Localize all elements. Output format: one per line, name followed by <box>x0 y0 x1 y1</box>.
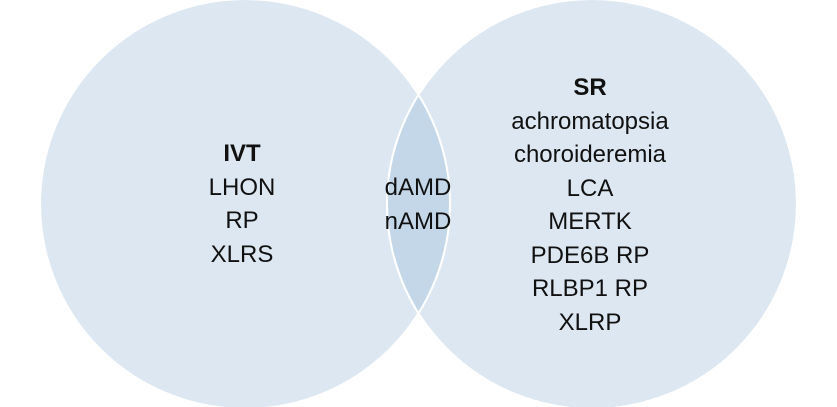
sr-item-achromatopsia: achromatopsia <box>511 107 669 135</box>
sr-item-pde6b-rp: PDE6B RP <box>530 241 650 269</box>
left-circle-outline <box>39 0 451 407</box>
sr-item-mertk: MERTK <box>548 208 632 235</box>
sr-item-rlbp1-rp: RLBP1 RP <box>531 275 649 302</box>
ivt-item-xlrs: XLRS <box>210 240 274 268</box>
sr-item-choroideremia: choroideremia <box>513 141 667 168</box>
sr-title: SR <box>573 74 607 101</box>
ivt-item-rp: RP <box>225 207 259 234</box>
overlap-item-namd: nAMD <box>384 207 452 235</box>
sr-item-lca: LCA <box>566 174 614 202</box>
ivt-title: IVT <box>223 140 261 167</box>
ivt-item-lhon: LHON <box>208 173 276 201</box>
sr-item-xlrp: XLRP <box>558 308 622 336</box>
ivt-group-label: IVT LHON RP XLRS <box>152 137 332 271</box>
overlap-item-damd: dAMD <box>384 174 452 201</box>
sr-group-label: SR achromatopsia choroideremia LCA MERTK… <box>480 71 700 339</box>
overlap-group-label: dAMD nAMD <box>358 171 478 238</box>
right-circle-outline <box>386 0 798 407</box>
